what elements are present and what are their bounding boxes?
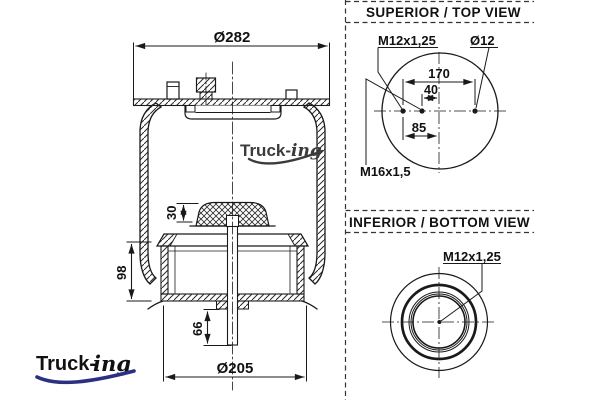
air-fitting-hole: [419, 108, 425, 114]
dimension-top-diameter: Ø282: [133, 29, 330, 99]
top-view: SUPERIOR / TOP VIEW 170 40 85 M12x1,: [360, 5, 521, 179]
dim-170-label: 170: [428, 66, 450, 81]
dimension-fitting-offset: 40: [421, 83, 438, 106]
watermark-swoosh: [247, 149, 324, 165]
label-stud-thread: M12x1,25: [377, 33, 438, 110]
bellows-wall-right: [302, 102, 326, 285]
m12-leader-line: [377, 47, 403, 110]
dim-98-label: 98: [114, 266, 129, 280]
brand-logo: Truck- ing: [35, 351, 136, 385]
dim-205-label: Ø205: [217, 360, 254, 377]
dim-282-label: Ø282: [214, 29, 251, 46]
bottom-view-title: INFERIOR / BOTTOM VIEW: [349, 215, 530, 230]
brand-logo-text-first: Truck-: [36, 353, 96, 375]
top-view-title: SUPERIOR / TOP VIEW: [366, 5, 521, 20]
bottom-view: INFERIOR / BOTTOM VIEW M12x1,25: [349, 215, 530, 378]
label-bottom-thread: M12x1,25: [440, 249, 501, 322]
top-plate: [132, 98, 331, 107]
dimension-piston-height: 98: [114, 241, 152, 302]
top-view-d12-label: Ø12: [470, 33, 495, 48]
dimension-bumper-height: 30: [164, 203, 199, 223]
bellows-wall-left: [139, 102, 163, 285]
watermark-text-second: ing: [291, 141, 322, 161]
panel-dividers: [344, 0, 534, 400]
dimension-stud-length: 66: [190, 309, 232, 346]
dim-40-label: 40: [424, 83, 438, 97]
dimension-bottom-diameter: Ø205: [163, 305, 307, 382]
bellows-body: [139, 102, 326, 285]
bottom-view-m12-label: M12x1,25: [443, 249, 501, 264]
m16-leader-line: [365, 78, 421, 165]
watermark-logo: Truck- ing: [240, 141, 324, 165]
stud-hole-right: [472, 108, 478, 114]
stud-hole-left: [400, 108, 406, 114]
dim-85-label: 85: [412, 120, 426, 135]
watermark-text-first: Truck-: [240, 141, 291, 160]
bead-clamp-tray: [184, 104, 282, 120]
mounting-stud-left: [166, 81, 180, 100]
main-view: Ø282 Truck- ing: [35, 29, 331, 391]
dimension-stud-spacing: 170: [402, 66, 476, 105]
bottom-m12-leader-line: [440, 263, 483, 322]
top-view-m16-label: M16x1,5: [360, 164, 411, 179]
dim-30-label: 30: [164, 206, 179, 220]
piston-wall-left: [160, 245, 169, 295]
label-air-fitting: M16x1,5: [360, 78, 421, 179]
d12-leader-line: [475, 47, 490, 109]
bottom-thread-center: [437, 320, 442, 324]
piston-wall-right: [296, 245, 305, 295]
dimension-stud-offset: 85: [402, 117, 437, 140]
top-view-m12-label: M12x1,25: [378, 33, 436, 48]
brand-logo-swoosh: [35, 369, 136, 385]
dim-66-label: 66: [190, 322, 205, 336]
mounting-stud-right: [285, 89, 298, 100]
bottom-view-circles: [389, 272, 489, 372]
label-hole-diameter: Ø12: [470, 33, 498, 109]
